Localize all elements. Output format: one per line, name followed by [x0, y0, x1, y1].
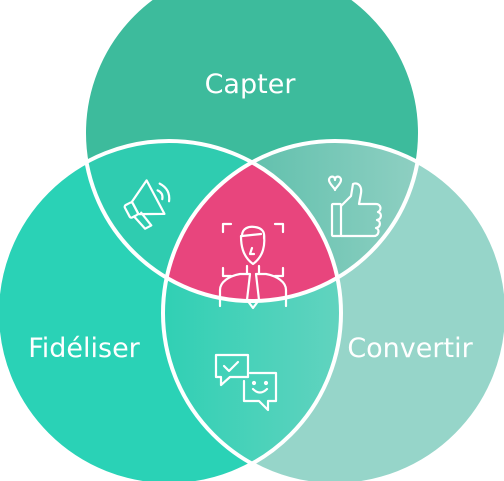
label-convertir: Convertir — [347, 333, 473, 364]
chat-bubbles-icon — [214, 353, 278, 412]
thumbs-up-heart-icon — [327, 175, 382, 238]
label-capter: Capter — [205, 69, 297, 100]
person-face-scan-icon — [218, 222, 288, 310]
megaphone-icon — [123, 179, 171, 230]
label-fideliser: Fidéliser — [28, 333, 140, 364]
